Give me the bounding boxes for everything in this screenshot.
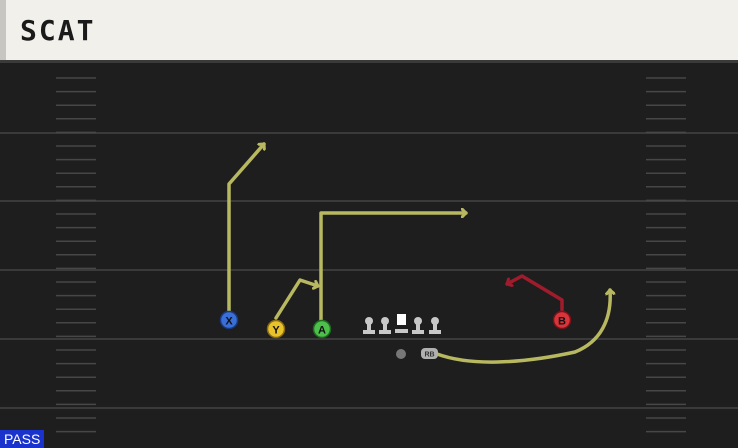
lineman-icon <box>412 317 424 334</box>
rb-marker: RB <box>421 348 438 359</box>
y-route <box>274 278 320 320</box>
player-y-label: Y <box>272 325 280 337</box>
play-title: SCAT <box>20 14 96 47</box>
player-b: B <box>552 310 572 330</box>
play-header: SCAT <box>0 0 738 60</box>
offensive-line <box>363 317 441 334</box>
lineman-icon <box>429 317 441 334</box>
header-divider <box>0 60 738 63</box>
play-field: RB X Y A B <box>0 77 738 433</box>
player-a: A <box>312 319 332 339</box>
routes <box>227 142 610 364</box>
rb-label: RB <box>424 352 434 359</box>
yard-lines <box>0 132 738 409</box>
rb-route <box>435 288 610 364</box>
lineman-icon <box>363 317 375 334</box>
ball-icon <box>396 349 406 359</box>
lineman-icon <box>379 317 391 334</box>
qb-icon <box>395 314 408 333</box>
player-a-label: A <box>318 325 326 337</box>
play-type-badge: PASS <box>0 430 45 448</box>
b-route <box>505 274 564 312</box>
hash-marks <box>56 77 686 433</box>
a-route <box>319 213 468 324</box>
x-route <box>227 142 264 314</box>
player-x: X <box>219 310 239 330</box>
player-y: Y <box>266 319 286 339</box>
player-x-label: X <box>225 316 233 328</box>
player-b-label: B <box>558 316 566 328</box>
